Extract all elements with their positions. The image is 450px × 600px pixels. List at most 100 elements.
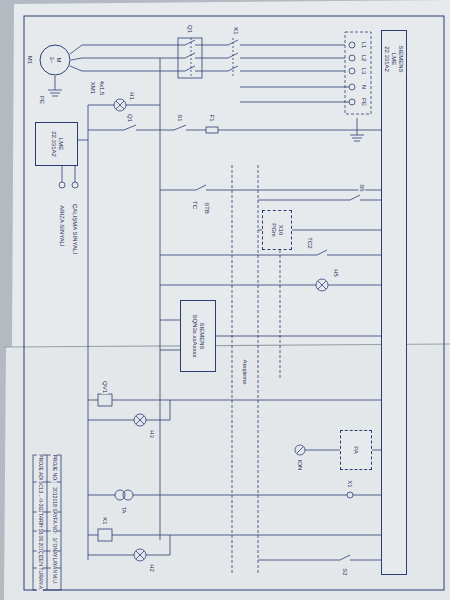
- lamp-cross: [136, 551, 144, 559]
- node-text-group: LME22.331A2: [50, 131, 64, 157]
- transformer-symbol: [115, 490, 125, 500]
- component-label: K1: [102, 516, 109, 525]
- wire: [88, 400, 381, 401]
- node-text-group: PA: [353, 446, 360, 454]
- terminal-name: PE: [39, 95, 46, 105]
- fuse-symbol: [206, 127, 218, 133]
- motor-cable: [70, 45, 178, 71]
- component-label: Q1: [187, 24, 194, 34]
- component-label: H2: [149, 563, 156, 573]
- node-text-group: SIEMENSSQN3x.xxAxxxx: [191, 314, 205, 357]
- wire: [88, 105, 160, 106]
- wire: [88, 495, 381, 496]
- node-label: SQN3x.xxAxxxx: [191, 314, 198, 357]
- breaker-symbol: [178, 38, 202, 78]
- component-label: STB: [204, 201, 211, 215]
- designation: M1: [27, 55, 34, 65]
- component-label: S2: [342, 567, 349, 576]
- node-text-group: SIEMENSLME22.331A2: [384, 45, 405, 72]
- controller-box: LME22.331A2: [35, 122, 78, 166]
- controller-bar: SIEMENSLME22.331A2: [381, 30, 407, 575]
- component-label: L1: [361, 41, 368, 50]
- wire: [88, 400, 170, 420]
- lamp-cross: [116, 101, 124, 109]
- motor-outline: [40, 45, 70, 75]
- node-label: LME: [57, 131, 64, 157]
- component-label: N: [361, 84, 368, 90]
- terminal: [349, 99, 355, 105]
- node-text-group: X16PGm: [270, 223, 284, 237]
- title-block-cell: ONAYLAYAN:: [51, 543, 57, 576]
- node-label: PGm: [270, 223, 277, 237]
- title-block-cell: TURAN A.: [37, 566, 43, 591]
- motor-symbol: M3~: [39, 44, 71, 76]
- component-label: L2: [361, 54, 368, 63]
- component-label: F1: [209, 113, 216, 122]
- wire: [88, 535, 381, 536]
- switch-contact: [258, 555, 381, 560]
- title-block-cell: M.U.: [51, 573, 57, 586]
- lamp-symbol: [114, 99, 126, 111]
- wire: [160, 285, 381, 286]
- terminal: [59, 182, 65, 188]
- thermostat-contact: [160, 250, 381, 255]
- wire: [88, 535, 170, 555]
- drawing-frame: [24, 16, 444, 590]
- transformer-symbol: [123, 490, 133, 500]
- title-block-cell: 2012018: [51, 486, 57, 507]
- cable-route: [232, 165, 280, 575]
- thermostat-contact: [160, 185, 381, 190]
- pressure-switch-box: X16PGm: [262, 210, 292, 250]
- component-label: K1: [233, 26, 240, 35]
- lamp-symbol: [316, 279, 328, 291]
- component-label: H1: [129, 91, 136, 101]
- component-label: TC2: [307, 236, 314, 249]
- node-label: 22.331A2: [50, 131, 57, 157]
- title-block-cell: SAYFA NO:: [51, 507, 57, 535]
- wire: [297, 447, 340, 453]
- component-label: X1: [347, 479, 354, 488]
- terminal: [72, 182, 78, 188]
- node-label: SIEMENS: [397, 45, 404, 72]
- cable-label: 4x1,5: [99, 80, 106, 97]
- relay-coil: [98, 529, 112, 541]
- motor-circle: [39, 44, 71, 76]
- ground-symbol: [350, 118, 364, 141]
- valve-coil: [98, 394, 112, 406]
- terminal: [349, 55, 355, 61]
- component-label: TA: [121, 505, 128, 514]
- wire-connector: [372, 450, 381, 451]
- node-label: SIEMENS: [198, 314, 205, 357]
- node-text-group: M3~: [48, 57, 62, 64]
- wire: [160, 320, 180, 350]
- terminal: [349, 42, 355, 48]
- phase-rail: [160, 130, 161, 540]
- terminal: [349, 84, 355, 90]
- component-label: ION: [297, 459, 304, 472]
- component-label: ARIZA SİNYALİ: [59, 204, 66, 248]
- component-label: TC: [192, 200, 199, 210]
- lamp-cross: [136, 416, 144, 424]
- component-label: S1: [177, 113, 184, 122]
- mechanical-link: [191, 38, 192, 78]
- lamp-symbol: [134, 549, 146, 561]
- switch-contact: [258, 195, 381, 200]
- control-rail: [88, 58, 160, 560]
- wire-connector: [216, 336, 381, 337]
- title-block-cell: PROJE ADI:: [37, 453, 43, 483]
- lamp-cross: [318, 281, 326, 289]
- terminal: [347, 492, 353, 498]
- breaker-contacts: [178, 40, 202, 71]
- node-label: PA: [353, 446, 360, 454]
- terminal: [349, 68, 355, 74]
- wire-connector: [292, 230, 381, 231]
- title-block-cell: ÇİZEN:: [37, 550, 43, 568]
- component-label: Q1: [127, 113, 134, 123]
- node-label: 22.331A2: [384, 45, 391, 72]
- component-label: ÇALIŞMA SİNYALİ: [72, 203, 79, 255]
- supply-wire: [202, 40, 349, 102]
- component-label: Ateşleme: [242, 358, 249, 385]
